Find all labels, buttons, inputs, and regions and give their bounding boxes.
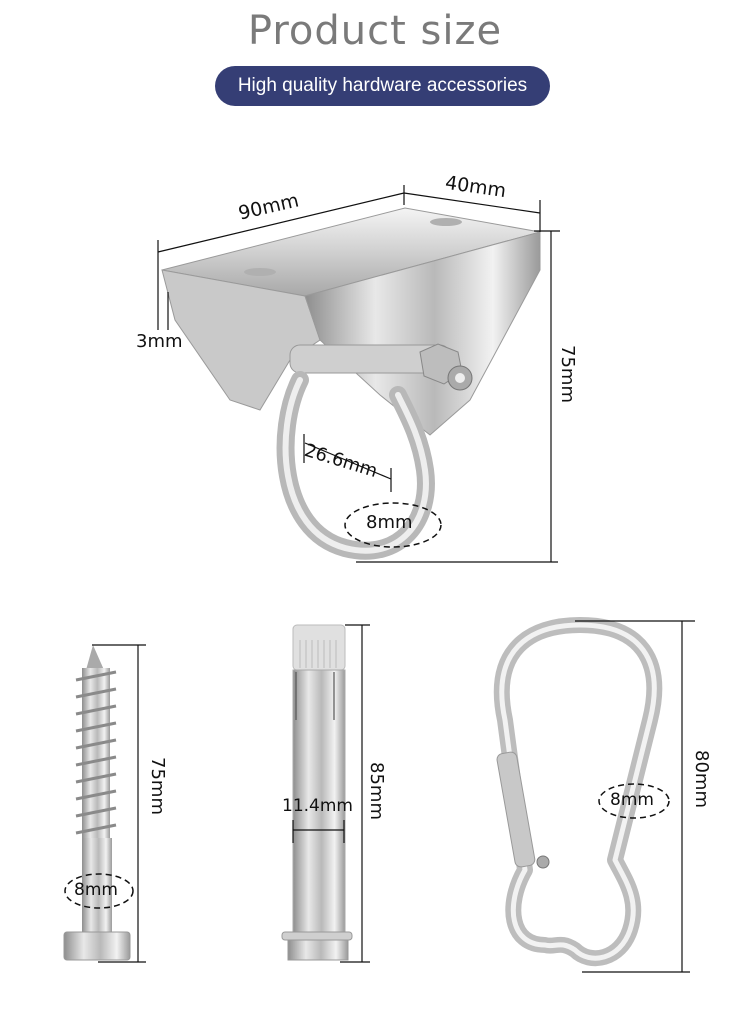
- carabiner-illustration: [493, 617, 663, 967]
- subtitle-banner: High quality hardware accessories: [215, 66, 550, 106]
- lag-screw-diameter-label: 8mm: [74, 880, 118, 900]
- lag-screw-illustration: [63, 645, 131, 961]
- expansion-bolt-dimensions: [292, 624, 370, 963]
- ceiling-hook-height-label: 75mm: [557, 345, 578, 403]
- carabiner-wire-label: 8mm: [610, 790, 654, 810]
- expansion-bolt-diameter-label: 11.4mm: [282, 796, 353, 816]
- expansion-bolt-illustration: [281, 624, 353, 961]
- lag-screw-dimensions: [64, 644, 146, 963]
- carabiner-dimensions: [575, 620, 695, 973]
- page-title: Product size: [247, 8, 503, 54]
- ceiling-hook-thickness-label: 3mm: [136, 331, 183, 352]
- lag-screw-length-label: 75mm: [147, 757, 168, 815]
- expansion-bolt-length-label: 85mm: [366, 762, 387, 820]
- ceiling-hook-illustration: [161, 207, 541, 560]
- ceiling-hook-dimensions: [157, 185, 560, 563]
- ceiling-hook-ring-wire-label: 8mm: [366, 512, 413, 533]
- carabiner-length-label: 80mm: [691, 750, 712, 808]
